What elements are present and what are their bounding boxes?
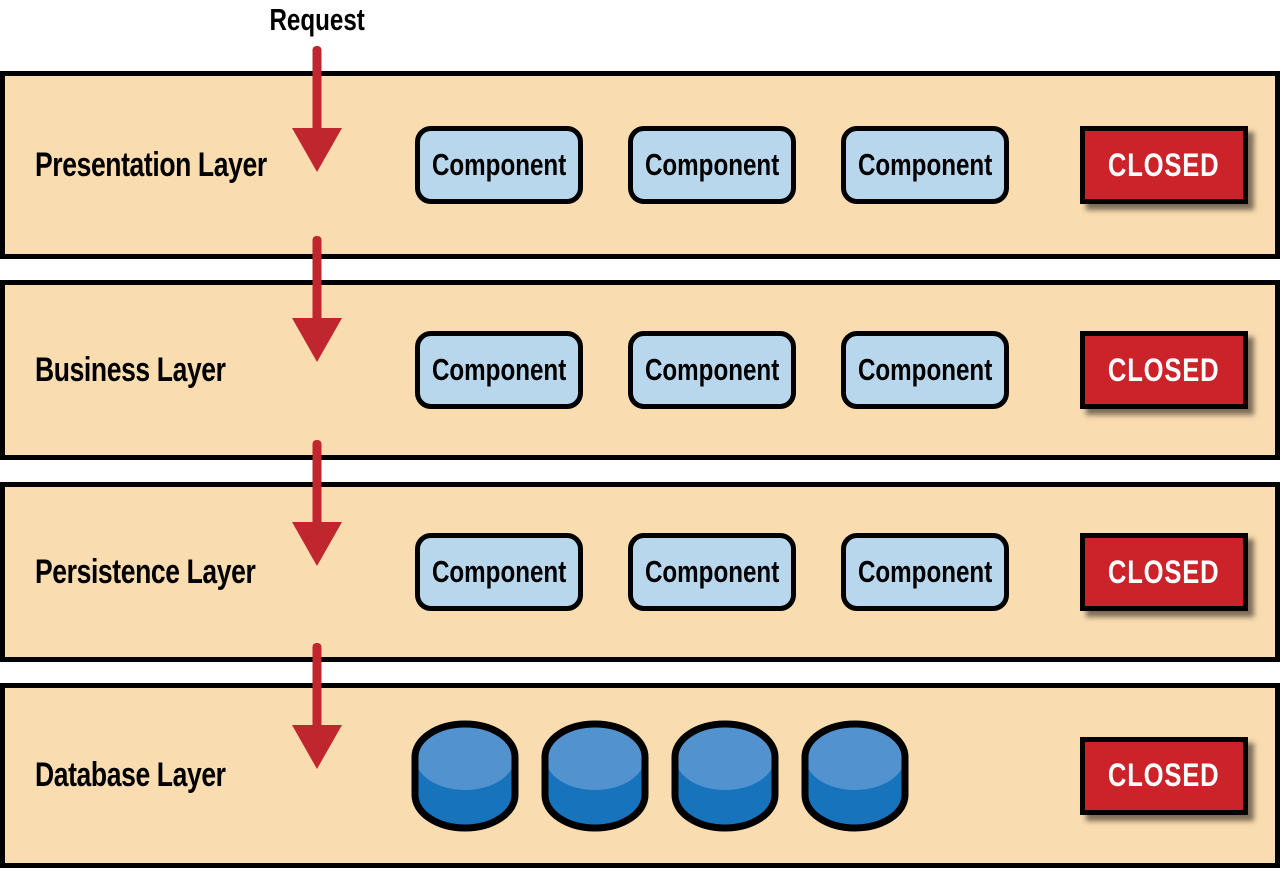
- flow-arrow-icon: [292, 46, 342, 172]
- layer-label: Business Layer: [35, 350, 226, 389]
- persistence-layer-band: Persistence Layer Component Component Co…: [0, 482, 1280, 662]
- component-box: Component: [841, 126, 1009, 204]
- closed-badge: CLOSED: [1080, 533, 1248, 611]
- component-box: Component: [628, 331, 796, 409]
- flow-arrow-icon: [292, 236, 342, 362]
- component-row: Component Component Component: [415, 285, 1009, 455]
- database-icon: [411, 720, 519, 831]
- component-row: Component Component Component: [415, 76, 1009, 254]
- flow-arrow-icon: [292, 440, 342, 566]
- database-icon: [671, 720, 779, 831]
- component-box: Component: [628, 126, 796, 204]
- database-icon: [801, 720, 909, 831]
- component-box: Component: [841, 331, 1009, 409]
- closed-badge: CLOSED: [1080, 736, 1248, 815]
- database-icon: [541, 720, 649, 831]
- request-label: Request: [269, 2, 365, 37]
- component-box: Component: [415, 533, 583, 611]
- component-box: Component: [415, 126, 583, 204]
- component-box: Component: [628, 533, 796, 611]
- business-layer-band: Business Layer Component Component Compo…: [0, 280, 1280, 460]
- closed-badge: CLOSED: [1080, 331, 1248, 409]
- component-box: Component: [415, 331, 583, 409]
- presentation-layer-band: Presentation Layer Component Component C…: [0, 71, 1280, 259]
- component-row: Component Component Component: [415, 487, 1009, 657]
- closed-badge: CLOSED: [1080, 126, 1248, 204]
- component-box: Component: [841, 533, 1009, 611]
- database-layer-band: Database Layer: [0, 683, 1280, 868]
- database-row: [410, 688, 910, 863]
- flow-arrow-icon: [292, 643, 342, 769]
- layer-label: Persistence Layer: [35, 552, 256, 591]
- layer-label: Presentation Layer: [35, 145, 267, 184]
- layer-label: Database Layer: [35, 756, 226, 794]
